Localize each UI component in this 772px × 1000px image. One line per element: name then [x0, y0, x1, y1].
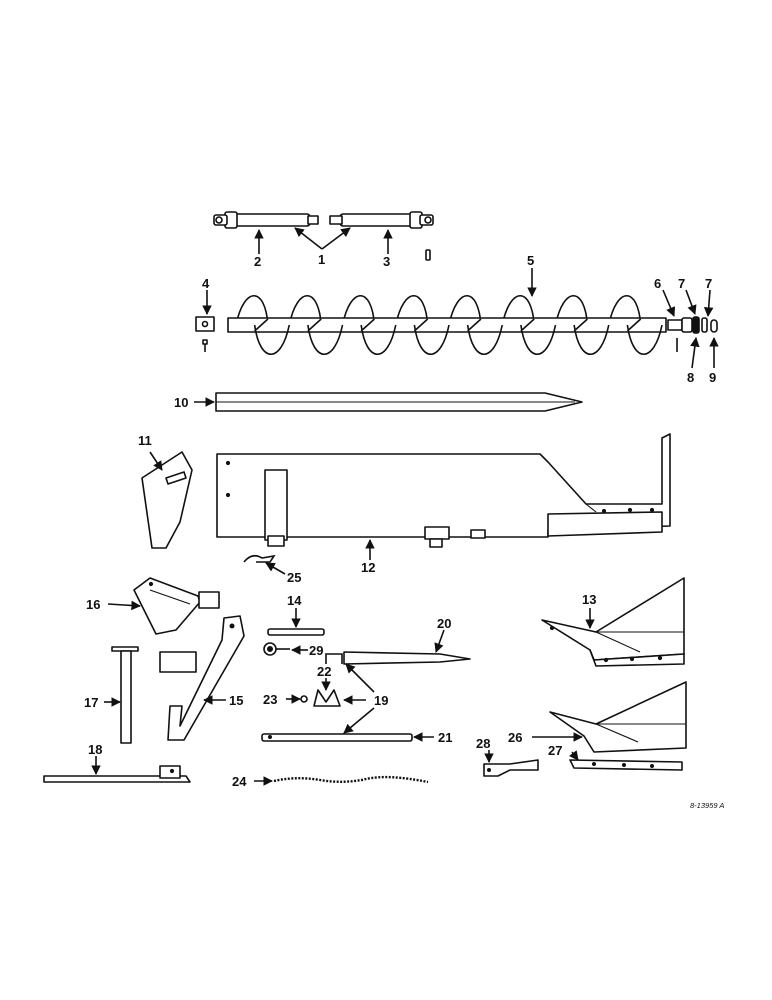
arrow-6: [662, 289, 676, 317]
label-24: 24: [232, 774, 247, 789]
arrow-11: [149, 451, 163, 471]
label-14: 14: [287, 593, 302, 608]
post: [111, 646, 139, 744]
drive-shaft-half-right: [329, 211, 434, 229]
small-bracket: [483, 759, 539, 777]
arrow-1b: [321, 227, 351, 250]
support-bracket: [159, 615, 245, 741]
arrow-19c: [343, 707, 375, 734]
label-17: 17: [84, 695, 98, 710]
nut: [300, 695, 308, 703]
reference-code: 8-13959 A: [690, 801, 724, 810]
clevis: [313, 689, 341, 707]
label-13: 13: [582, 592, 596, 607]
label-27: 27: [548, 743, 562, 758]
roll-pin: [425, 249, 431, 261]
shaft-end-hardware: [667, 316, 718, 352]
label-7a: 7: [678, 276, 685, 291]
side-shield: [141, 451, 193, 549]
hopper-13: [541, 577, 685, 667]
label-10: 10: [174, 395, 188, 410]
arrow-20: [434, 629, 445, 653]
bearing-block: [195, 316, 215, 352]
hopper-26: [549, 681, 687, 753]
label-4: 4: [202, 276, 210, 291]
label-23: 23: [263, 692, 277, 707]
label-7b: 7: [705, 276, 712, 291]
label-21: 21: [438, 730, 452, 745]
arrow-25: [265, 562, 286, 575]
chain: [273, 775, 429, 784]
label-15: 15: [229, 693, 243, 708]
auger: [227, 295, 667, 355]
label-22: 22: [317, 664, 331, 679]
arrow-16: [107, 600, 141, 611]
arrow-27: [568, 750, 579, 761]
arrow-7a: [685, 289, 697, 315]
spring-clip: [243, 554, 276, 563]
label-8: 8: [687, 370, 694, 385]
label-5: 5: [527, 253, 534, 268]
label-1: 1: [318, 252, 325, 267]
label-11: 11: [138, 433, 152, 448]
base-bar: [43, 765, 191, 783]
label-29: 29: [309, 643, 323, 658]
auger-housing: [216, 433, 671, 548]
label-19: 19: [374, 693, 388, 708]
arrow-7b: [703, 289, 714, 317]
label-6: 6: [654, 276, 661, 291]
label-9: 9: [709, 370, 716, 385]
arrow-1a: [294, 227, 323, 250]
skid-plate: [569, 759, 683, 771]
label-16: 16: [86, 597, 100, 612]
adjusting-rod: [325, 651, 471, 665]
arrow-19b: [345, 663, 375, 693]
spout: [133, 577, 220, 635]
label-3: 3: [383, 254, 390, 269]
eye-bolt: [263, 642, 290, 656]
label-28: 28: [476, 736, 490, 751]
label-12: 12: [361, 560, 375, 575]
label-25: 25: [287, 570, 301, 585]
label-26: 26: [508, 730, 522, 745]
label-20: 20: [437, 616, 451, 631]
long-rod: [261, 733, 413, 742]
spear-rod: [215, 392, 583, 412]
label-2: 2: [254, 254, 261, 269]
label-18: 18: [88, 742, 102, 757]
arrow-8: [690, 337, 700, 369]
link-bar: [267, 628, 325, 636]
drive-shaft-half-left: [213, 211, 319, 229]
